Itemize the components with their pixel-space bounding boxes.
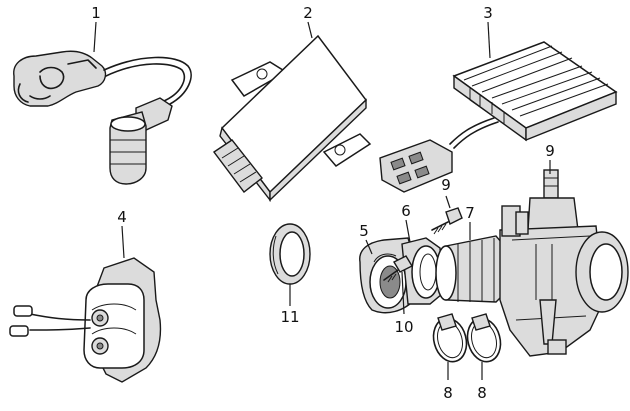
o-ring-part <box>269 223 311 285</box>
stator-pickup-part <box>9 257 162 383</box>
callout-leader-2 <box>307 21 313 39</box>
callout-label-2: 2 <box>303 4 313 22</box>
callout-leader-3 <box>487 21 491 59</box>
callout-leader-5 <box>365 239 373 255</box>
callout-label-4: 4 <box>117 208 127 226</box>
callout-label-8b: 8 <box>477 384 487 402</box>
hose-clamp-left-part <box>432 313 468 363</box>
bolt-lower-part <box>383 255 413 283</box>
regulator-rectifier-part <box>379 41 618 193</box>
manifold-joint-part <box>401 237 443 305</box>
hose-clamp-right-part <box>466 313 502 363</box>
callout-leader-10a <box>445 195 451 209</box>
callout-leader-4 <box>121 225 125 259</box>
callout-leader-1 <box>93 21 97 53</box>
callout-label-1: 1 <box>91 4 101 22</box>
callout-label-9: 9 <box>545 142 555 160</box>
callout-label-10a: 9 <box>441 176 451 194</box>
bolt-upper-part <box>431 207 463 235</box>
callout-label-6: 6 <box>401 202 411 220</box>
carburetor-boot-part <box>435 235 509 303</box>
callout-leader-6 <box>405 219 411 243</box>
callout-label-7: 7 <box>465 204 475 222</box>
callout-label-8a: 8 <box>443 384 453 402</box>
cdi-unit-part <box>212 34 372 203</box>
callout-label-5: 5 <box>359 222 369 240</box>
callout-label-3: 3 <box>483 4 493 22</box>
carburetor-part <box>499 169 629 357</box>
callout-label-10b: 10 <box>394 318 413 336</box>
callout-leader-10b <box>401 271 405 315</box>
callout-label-11: 11 <box>280 308 299 326</box>
ignition-coil-part <box>13 50 192 185</box>
